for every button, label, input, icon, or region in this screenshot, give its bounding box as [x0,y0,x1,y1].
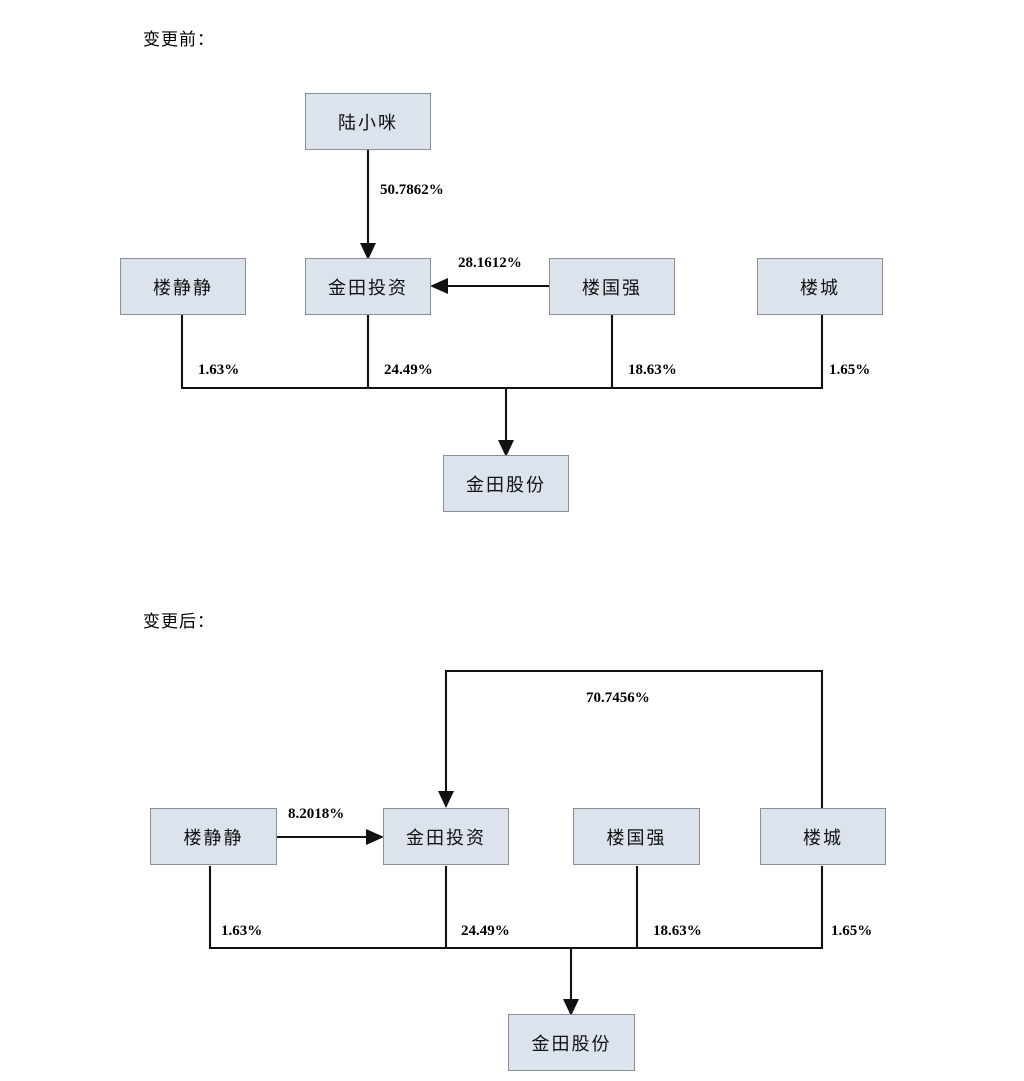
arrowhead-loucheng-to-jintiantouzi [438,791,454,808]
arrowhead-louguoqiang-to-jintiantouzi [430,278,448,294]
node-louguoqiang-after[interactable]: 楼国强 [573,808,700,865]
node-jintiangufen-before[interactable]: 金田股份 [443,455,569,512]
arrowhead-bus-to-jintiangufen-after [563,999,579,1016]
edge-label-70-7456: 70.7456% [586,690,650,706]
edge-label-24-49-before: 24.49% [384,362,433,378]
node-loucheng-before[interactable]: 楼城 [757,258,883,315]
node-jintiantouzi-before[interactable]: 金田投资 [305,258,431,315]
edge-label-1-63-before: 1.63% [198,362,240,378]
arrowhead-luxiaomi-to-jintiantouzi [360,243,376,260]
caption-after: 变更后： [143,612,215,631]
node-jintiangufen-after[interactable]: 金田股份 [508,1014,635,1071]
node-loujingjing-after[interactable]: 楼静静 [150,808,277,865]
node-louguoqiang-before[interactable]: 楼国强 [549,258,675,315]
arrowhead-loujingjing-to-jintiantouzi [366,829,384,845]
caption-before: 变更前： [143,30,215,49]
node-loujingjing-before[interactable]: 楼静静 [120,258,246,315]
edge-label-1-65-after: 1.65% [831,923,873,939]
edge-label-28-1612: 28.1612% [458,255,522,271]
edge-label-1-65-before: 1.65% [829,362,871,378]
edge-label-1-63-after: 1.63% [221,923,263,939]
node-luxiaomi-before[interactable]: 陆小咪 [305,93,431,150]
edge-label-50-7862: 50.7862% [380,182,444,198]
edge-loucheng-to-jintiantouzi [444,669,824,808]
node-loucheng-after[interactable]: 楼城 [760,808,886,865]
edge-label-18-63-before: 18.63% [628,362,677,378]
arrowhead-bus-to-jintiangufen [498,440,514,457]
edge-label-18-63-after: 18.63% [653,923,702,939]
edge-label-24-49-after: 24.49% [461,923,510,939]
edge-label-8-2018: 8.2018% [288,806,345,822]
node-jintiantouzi-after[interactable]: 金田投资 [383,808,509,865]
